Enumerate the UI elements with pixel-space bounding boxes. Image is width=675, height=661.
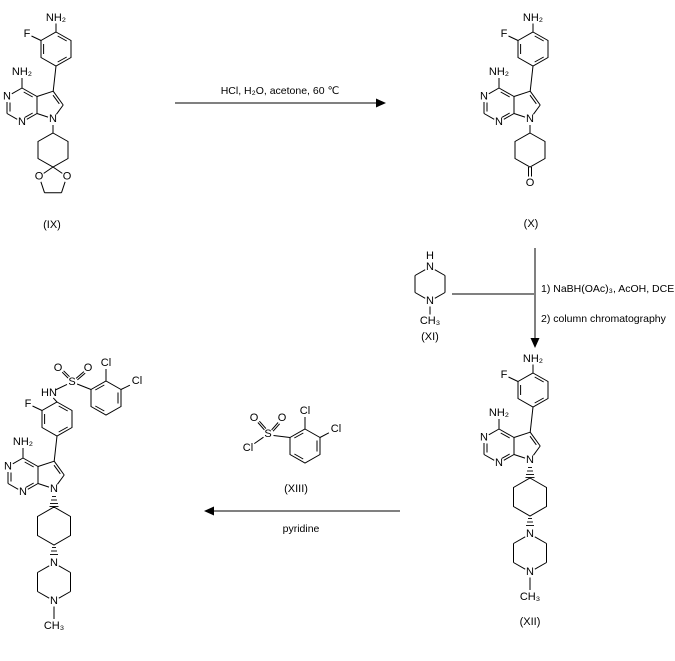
structure-product bbox=[3, 397, 73, 633]
structure-xiii: S Cl O O Cl Cl bbox=[243, 405, 341, 464]
arrow-step2 bbox=[452, 248, 540, 348]
atom-label-o: O bbox=[278, 412, 287, 424]
piperazine-bonds bbox=[414, 269, 446, 315]
sulfonyl-chloride-bonds bbox=[254, 417, 330, 464]
arrow-step3 bbox=[204, 506, 400, 516]
atom-label-h: H bbox=[426, 250, 434, 262]
compound-label-x: (X) bbox=[524, 218, 539, 230]
compound-label-xi: (XI) bbox=[421, 331, 439, 343]
atom-label-o: O bbox=[250, 412, 259, 424]
atom-label-hn: HN bbox=[41, 387, 57, 399]
structure-xi: H N N CH₃ bbox=[414, 250, 446, 327]
atom-label-cl: Cl bbox=[132, 375, 142, 387]
reagent-step2-line1: 1) NaBH(OAc)₃, AcOH, DCE bbox=[541, 283, 674, 295]
structure-xii bbox=[479, 352, 549, 604]
atom-label-n: N bbox=[426, 261, 434, 273]
arrowhead-down bbox=[530, 338, 540, 348]
reagent-step3-label: pyridine bbox=[283, 523, 320, 535]
structure-ix bbox=[2, 11, 73, 194]
atom-label-n: N bbox=[426, 295, 434, 307]
structure-x bbox=[479, 11, 549, 190]
sulfonamide-bonds bbox=[52, 369, 131, 416]
compound-label-xiii: (XIII) bbox=[284, 483, 308, 495]
atom-label-cl: Cl bbox=[243, 442, 253, 454]
sulfonamide-group: HN S O O Cl Cl bbox=[41, 357, 142, 416]
atom-label-o: O bbox=[84, 362, 93, 374]
atom-label-s: S bbox=[264, 428, 271, 440]
atom-label-cl: Cl bbox=[331, 423, 341, 435]
atom-label-cl: Cl bbox=[300, 405, 310, 417]
compound-label-ix: (IX) bbox=[43, 219, 61, 231]
arrow-step1 bbox=[175, 98, 386, 108]
compound-label-xii: (XII) bbox=[520, 616, 541, 628]
reagent-step1-label: HCl, H₂O, acetone, 60 ℃ bbox=[221, 85, 340, 97]
atom-label-o: O bbox=[54, 362, 63, 374]
reagent-step2-line2: 2) column chromatography bbox=[541, 313, 667, 325]
atom-label-s: S bbox=[68, 376, 75, 388]
arrowhead-left bbox=[204, 506, 214, 516]
atom-label-ch3: CH₃ bbox=[420, 315, 440, 327]
arrowhead-right bbox=[376, 98, 386, 108]
atom-label-cl: Cl bbox=[101, 357, 111, 369]
